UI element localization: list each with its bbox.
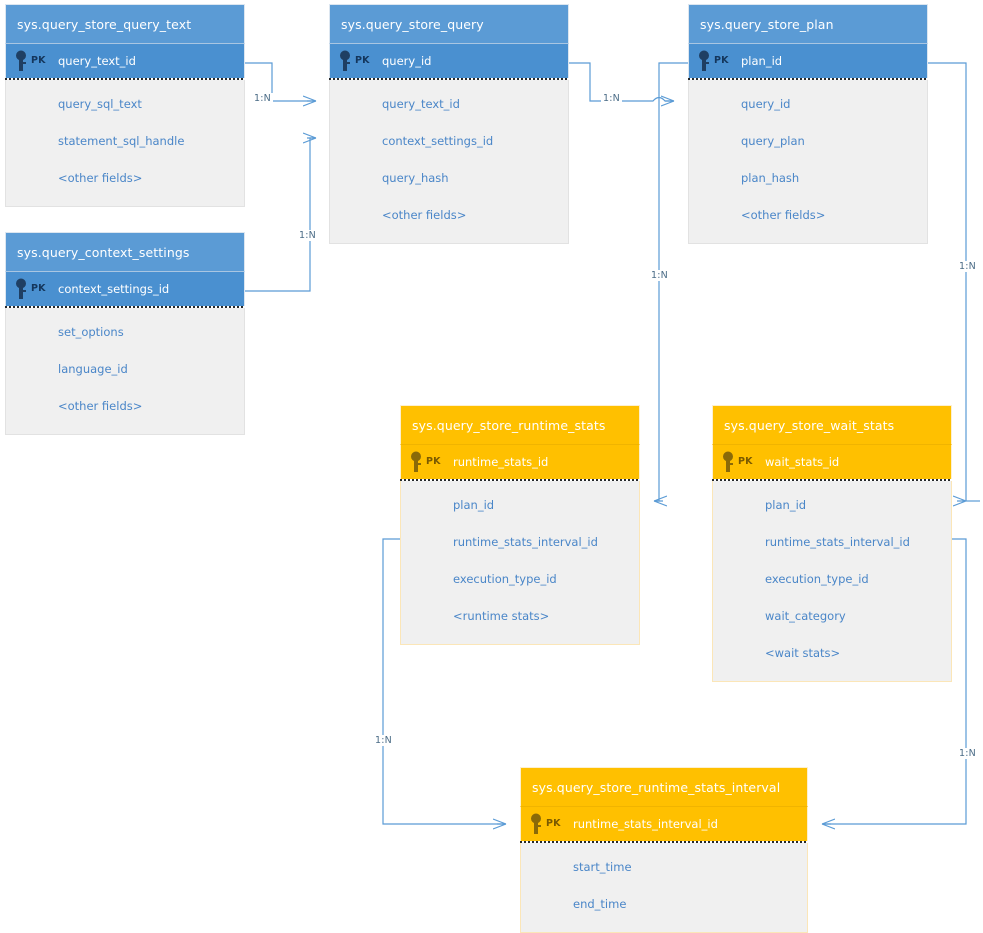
field-row: runtime_stats_interval_id — [453, 535, 598, 549]
field-row: plan_hash — [741, 171, 800, 185]
entity-title: sys.query_store_plan — [688, 4, 928, 44]
field-row: context_settings_id — [382, 134, 494, 148]
cardinality-label-plan-to-runtime: 1:N — [649, 270, 670, 281]
entity-fields: set_options language_id <other fields> — [5, 308, 245, 435]
field-row: start_time — [573, 860, 632, 874]
pk-badge: PK — [738, 456, 753, 467]
pk-field-name: wait_stats_id — [765, 455, 840, 469]
field-row: language_id — [58, 362, 128, 376]
pk-badge: PK — [426, 456, 441, 467]
entity-title: sys.query_store_runtime_stats_interval — [520, 767, 808, 807]
entity-pk-row: PK query_id — [329, 44, 569, 78]
entity-fields: plan_id runtime_stats_interval_id execut… — [400, 481, 640, 645]
field-row: query_text_id — [382, 97, 460, 111]
field-row: plan_id — [453, 498, 495, 512]
entity-pk-row: PK wait_stats_id — [712, 445, 952, 479]
primary-key-icon — [16, 50, 26, 71]
entity-fields: query_text_id context_settings_id query_… — [329, 80, 569, 244]
entity-query-store-plan[interactable]: sys.query_store_plan PK plan_id query_id… — [688, 4, 928, 244]
entity-query-store-wait-stats[interactable]: sys.query_store_wait_stats PK wait_stats… — [712, 405, 952, 682]
entity-fields: start_time end_time — [520, 843, 808, 933]
field-row: <other fields> — [741, 208, 826, 222]
connector-interval-to-wait-stats — [822, 538, 967, 824]
cardinality-label-context-to-query: 1:N — [297, 230, 318, 241]
entity-pk-row: PK plan_id — [688, 44, 928, 78]
pk-badge: PK — [546, 818, 561, 829]
field-row: <runtime stats> — [453, 609, 550, 623]
pk-field-name: plan_id — [741, 54, 783, 68]
connector-context-settings-to-query — [244, 138, 316, 292]
field-row: <other fields> — [382, 208, 467, 222]
connector-plan-to-runtime-stats — [654, 62, 688, 501]
pk-separator — [688, 78, 928, 80]
pk-separator — [520, 841, 808, 843]
entity-query-store-query-text[interactable]: sys.query_store_query_text PK query_text… — [5, 4, 245, 207]
pk-separator — [329, 78, 569, 80]
primary-key-icon — [340, 50, 350, 71]
field-row: set_options — [58, 325, 124, 339]
primary-key-icon — [699, 50, 709, 71]
field-row: <other fields> — [58, 399, 143, 413]
entity-title: sys.query_store_wait_stats — [712, 405, 952, 445]
primary-key-icon — [411, 451, 421, 472]
cardinality-label-plan-to-wait: 1:N — [957, 261, 978, 272]
primary-key-icon — [723, 451, 733, 472]
pk-badge: PK — [355, 55, 370, 66]
field-row: query_sql_text — [58, 97, 142, 111]
pk-badge: PK — [714, 55, 729, 66]
field-row: statement_sql_handle — [58, 134, 185, 148]
field-row: <other fields> — [58, 171, 143, 185]
entity-fields: query_sql_text statement_sql_handle <oth… — [5, 80, 245, 207]
entity-pk-row: PK context_settings_id — [5, 272, 245, 306]
pk-badge: PK — [31, 55, 46, 66]
entity-title: sys.query_store_query — [329, 4, 569, 44]
entity-pk-row: PK runtime_stats_id — [400, 445, 640, 479]
entity-pk-row: PK runtime_stats_interval_id — [520, 807, 808, 841]
pk-separator — [5, 306, 245, 308]
entity-query-context-settings[interactable]: sys.query_context_settings PK context_se… — [5, 232, 245, 435]
connector-interval-to-runtime-stats — [382, 538, 506, 824]
cardinality-label-query-text-to-query: 1:N — [252, 93, 273, 104]
entity-query-store-runtime-stats-interval[interactable]: sys.query_store_runtime_stats_interval P… — [520, 767, 808, 933]
pk-field-name: query_id — [382, 54, 432, 68]
pk-separator — [400, 479, 640, 481]
primary-key-icon — [16, 278, 26, 299]
pk-badge: PK — [31, 283, 46, 294]
field-row: execution_type_id — [453, 572, 557, 586]
pk-separator — [5, 78, 245, 80]
pk-separator — [712, 479, 952, 481]
entity-pk-row: PK query_text_id — [5, 44, 245, 78]
field-row: execution_type_id — [765, 572, 869, 586]
primary-key-icon — [531, 813, 541, 834]
cardinality-label-query-to-plan: 1:N — [601, 93, 622, 104]
entity-fields: plan_id runtime_stats_interval_id execut… — [712, 481, 952, 682]
connector-plan-to-wait-stats — [928, 62, 966, 501]
field-row: end_time — [573, 897, 627, 911]
field-row: query_hash — [382, 171, 449, 185]
entity-fields: query_id query_plan plan_hash <other fie… — [688, 80, 928, 244]
field-row: plan_id — [765, 498, 807, 512]
entity-query-store-runtime-stats[interactable]: sys.query_store_runtime_stats PK runtime… — [400, 405, 640, 645]
pk-field-name: runtime_stats_interval_id — [573, 817, 718, 831]
pk-field-name: context_settings_id — [58, 282, 170, 296]
field-row: query_id — [741, 97, 791, 111]
entity-title: sys.query_context_settings — [5, 232, 245, 272]
cardinality-label-interval-to-wait: 1:N — [957, 748, 978, 759]
pk-field-name: query_text_id — [58, 54, 136, 68]
entity-title: sys.query_store_query_text — [5, 4, 245, 44]
field-row: <wait stats> — [765, 646, 841, 660]
entity-title: sys.query_store_runtime_stats — [400, 405, 640, 445]
field-row: runtime_stats_interval_id — [765, 535, 910, 549]
pk-field-name: runtime_stats_id — [453, 455, 549, 469]
connector-query-text-to-query — [244, 62, 316, 101]
field-row: wait_category — [765, 609, 846, 623]
field-row: query_plan — [741, 134, 805, 148]
cardinality-label-interval-to-runtime: 1:N — [373, 735, 394, 746]
entity-query-store-query[interactable]: sys.query_store_query PK query_id query_… — [329, 4, 569, 244]
